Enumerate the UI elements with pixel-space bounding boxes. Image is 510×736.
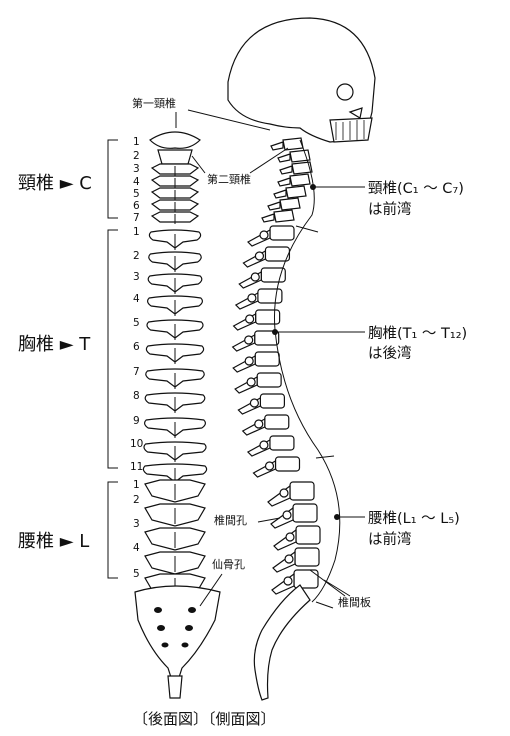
side-label-cervical-line1: 頸椎(C₁ ～ C₇) (368, 180, 464, 197)
lateral-vertebra-cervical (291, 161, 313, 175)
side-label-lumbar: 腰椎(L₁ ～ L₅) は前湾 (337, 510, 460, 548)
posterior-vertebra-thoracic (143, 441, 207, 462)
num-c4: 4 (133, 176, 140, 188)
region-thoracic: 胸椎 ► T (18, 229, 118, 469)
lateral-vertebra-thoracic (255, 309, 281, 325)
lateral-vertebra-lumbar (292, 503, 318, 523)
posterior-vertebra-cervical (150, 175, 200, 188)
num-c2: 2 (133, 150, 140, 162)
lateral-vertebra-thoracic (269, 435, 295, 451)
posterior-vertebra-thoracic (145, 368, 205, 389)
posterior-vertebra-thoracic (148, 229, 202, 250)
num-c3: 3 (133, 163, 140, 175)
disc-label: 椎間板 (338, 595, 371, 609)
posterior-vertebra-cervical (150, 187, 200, 200)
lateral-vertebra-thoracic (254, 351, 280, 367)
lateral-vertebra-thoracic (259, 393, 285, 409)
num-t11: 11 (130, 461, 143, 473)
region-label-thoracic: 胸椎 ► T (18, 334, 91, 355)
posterior-vertebra-lumbar (144, 503, 206, 527)
lateral-vertebra-cervical (282, 137, 304, 151)
num-t1: 1 (133, 226, 140, 238)
num-c7: 7 (133, 212, 140, 224)
num-t5: 5 (133, 317, 140, 329)
num-l5: 5 (133, 568, 140, 580)
atlas-label: 第一頸椎 (132, 96, 176, 110)
posterior-vertebra-thoracic (145, 343, 205, 364)
num-t9: 9 (133, 415, 140, 427)
lateral-vertebra-thoracic (264, 414, 290, 430)
side-label-thoracic-line2: は後湾 (368, 345, 412, 362)
num-c1: 1 (133, 136, 140, 148)
figure-caption: 〔後面図〕〔側面図〕 (133, 710, 276, 728)
lateral-vertebra-cervical (273, 209, 295, 223)
num-t2: 2 (133, 250, 140, 262)
posterior-vertebra-thoracic (147, 273, 203, 294)
lateral-vertebra-thoracic (256, 372, 282, 388)
region-label-cervical: 頸椎 ► C (18, 173, 92, 194)
num-t7: 7 (133, 366, 140, 378)
lateral-vertebra-thoracic (257, 288, 283, 304)
num-t8: 8 (133, 390, 140, 402)
num-l4: 4 (133, 542, 140, 554)
posterior-spine (134, 131, 221, 699)
side-label-thoracic: 胸椎(T₁ ～ T₁₂) は後湾 (275, 325, 467, 362)
annotation-sacral-foramen: 仙骨孔 (199, 558, 245, 607)
lateral-vertebra-lumbar (295, 525, 321, 545)
lateral-vertebra-lumbar (294, 547, 320, 567)
posterior-vertebra-lumbar (144, 527, 206, 551)
posterior-vertebra-thoracic (146, 319, 204, 340)
annotation-axis: 第二頸椎 (191, 147, 289, 186)
lateral-vertebra-cervical (289, 173, 311, 187)
axis-label: 第二頸椎 (207, 172, 251, 186)
lateral-vertebra-cervical (285, 185, 307, 199)
num-l3: 3 (133, 518, 140, 530)
annotation-atlas: 第一頸椎 (132, 96, 271, 131)
num-t3: 3 (133, 271, 140, 283)
num-c6: 6 (133, 200, 140, 212)
foramen-label: 椎間孔 (214, 513, 247, 527)
num-t4: 4 (133, 293, 140, 305)
num-t6: 6 (133, 341, 140, 353)
posterior-vertebra-lumbar (144, 479, 206, 503)
posterior-vertebra-cervical (150, 211, 200, 224)
posterior-vertebra-thoracic (144, 392, 206, 413)
sacral-foramen-label: 仙骨孔 (212, 558, 245, 571)
posterior-vertebra-lumbar (144, 551, 206, 575)
posterior-vertebra-thoracic (148, 251, 202, 272)
posterior-vertebra-cervical (150, 163, 200, 176)
lateral-spine (227, 17, 376, 701)
region-label-lumbar: 腰椎 ► L (18, 531, 89, 552)
num-c5: 5 (133, 188, 140, 200)
side-label-thoracic-line1: 胸椎(T₁ ～ T₁₂) (368, 325, 467, 342)
posterior-vertebra-thoracic (144, 417, 206, 438)
lateral-vertebra-thoracic (269, 225, 295, 241)
side-label-lumbar-line1: 腰椎(L₁ ～ L₅) (368, 510, 460, 527)
posterior-vertebra-thoracic (147, 295, 203, 316)
side-label-cervical: 頸椎(C₁ ～ C₇) は前湾 (313, 180, 464, 218)
lateral-vertebra-lumbar (289, 481, 315, 501)
side-label-cervical-line2: は前湾 (368, 201, 412, 218)
posterior-vertebra-cervical (150, 199, 200, 212)
annotation-foramen: 椎間孔 (214, 513, 281, 527)
lateral-vertebra-thoracic (274, 456, 301, 472)
lateral-vertebra-cervical (279, 197, 301, 211)
num-l2: 2 (133, 494, 140, 506)
num-l1: 1 (133, 479, 140, 491)
num-t10: 10 (130, 438, 143, 450)
region-lumbar: 腰椎 ► L (18, 481, 118, 579)
region-cervical: 頸椎 ► C (18, 139, 118, 219)
vertebra-numbers: 1 2 3 4 5 6 7 1 2 3 4 5 6 7 8 9 10 11 1 … (130, 136, 143, 580)
annotation-disc: 椎間板 (309, 569, 371, 609)
side-label-lumbar-line2: は前湾 (368, 531, 412, 548)
